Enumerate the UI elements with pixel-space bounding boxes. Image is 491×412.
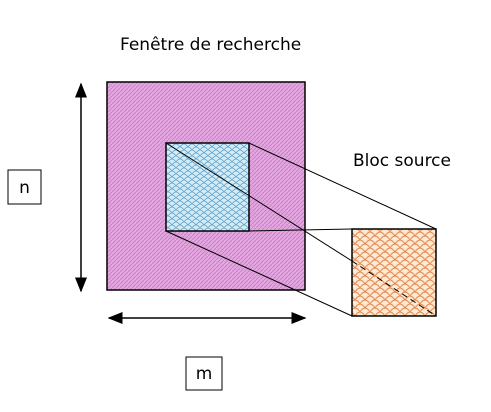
inner-block	[165, 142, 250, 232]
projection-line-diagonal	[165, 142, 353, 262]
projection-lines	[165, 142, 437, 317]
source-block	[351, 228, 437, 317]
projection-line-bottom-left	[165, 230, 353, 317]
projection-line-top	[248, 142, 437, 230]
projection-line-diagonal-dashed	[351, 260, 437, 317]
source-block-label: Bloc source	[353, 151, 451, 171]
search-window-label: Fenêtre de recherche	[120, 35, 301, 55]
dimension-m-box	[185, 356, 223, 391]
dimension-n-label: n	[19, 178, 30, 198]
dimension-n-box	[7, 169, 42, 205]
dimension-m-label: m	[196, 364, 213, 384]
projection-line-bottom-right	[248, 228, 353, 232]
